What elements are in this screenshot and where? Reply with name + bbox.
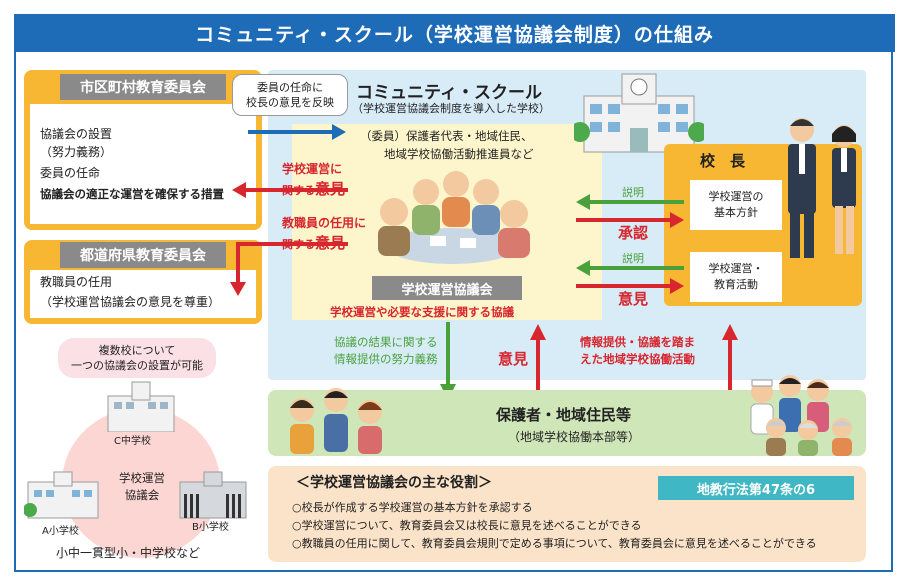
municipal-board-heading: 市区町村教育委員会 [60, 74, 226, 100]
residents-sub: （地域学校協働本部等） [508, 430, 641, 444]
approve-label: 承認 [618, 224, 649, 242]
council-meeting-illustration [378, 171, 530, 264]
label-line: 学校運営に [282, 162, 343, 176]
result-info-label: 協議の結果に関する 情報提供の努力義務 [334, 334, 438, 367]
c-school-label: C中学校 [114, 436, 151, 447]
roles-heading: ＜学校運営協議会の主な役割＞ [296, 475, 492, 491]
b-school-icon [179, 471, 247, 519]
appointment-callout: 委員の任命に 校長の意見を反映 [232, 74, 348, 116]
school-building-icon [574, 73, 704, 153]
community-school-subtitle: （学校運営協議会制度を導入した学校） [352, 102, 550, 115]
prefectural-item: （学校運営協議会の意見を尊重） [40, 295, 221, 309]
bubble-line: 複数校について [98, 343, 176, 357]
municipal-item: 協議会の適正な運営を確保する措置 [40, 187, 224, 201]
callout-line: 校長の意見を反映 [246, 96, 334, 109]
community-school-title: コミュニティ・スクール [356, 83, 542, 103]
council-sub: 学校運営や必要な支援に関する協議 [330, 305, 514, 319]
members-line: 地域学校協働活動推進員など [384, 147, 534, 161]
residents-right-illustration [750, 375, 852, 456]
bubble-line: 一つの協議会の設置が可能 [71, 359, 203, 372]
vertical-arrows [440, 322, 738, 400]
box-line: 学校運営・ [708, 261, 764, 275]
multi-school-bubble: 複数校について 一つの協議会の設置が可能 [58, 338, 216, 378]
label-line: 情報提供の努力義務 [334, 351, 438, 366]
principal-people-illustration [788, 118, 856, 258]
label-line: 協議会 [124, 488, 160, 503]
page-title: コミュニティ・スクール（学校運営協議会制度）の仕組み [14, 14, 895, 52]
members-line: （委員）保護者代表・地域住民、 [360, 129, 533, 143]
explain-label-2: 説明 [622, 252, 644, 265]
role-item: ○学校運営について、教育委員会又は校長に意見を述べることができる [292, 519, 642, 532]
council-label: 学校運営協議会 [372, 276, 522, 300]
explain-label-1: 説明 [622, 186, 644, 199]
box-line: 基本方針 [714, 206, 758, 219]
callout-line: 委員の任命に [257, 80, 323, 94]
label-line: えた地域学校協働活動 [580, 351, 695, 366]
prefectural-item: 教職員の任用 [40, 275, 113, 289]
box-line: 教育活動 [714, 278, 758, 291]
label-line: 教職員の任用に [282, 216, 367, 230]
basic-policy-box: 学校運営の 基本方針 [690, 180, 782, 230]
prefectural-board-heading: 都道府県教育委員会 [60, 242, 226, 268]
opinion-label: 意見 [618, 290, 649, 308]
municipal-item: （努力義務） [40, 145, 113, 159]
label-line: 情報提供・協議を踏ま [580, 335, 695, 349]
role-item: ○校長が作成する学校運営の基本方針を承認する [292, 501, 533, 514]
box-line: 学校運営の [708, 189, 764, 203]
role-item: ○教職員の任用に関して、教育委員会規則で定める事項について、教育委員会に意見を述… [292, 537, 817, 550]
c-school-icon [107, 381, 175, 432]
b-school-label: B小学校 [192, 522, 229, 533]
law-reference: 地教行法第47条の6 [658, 476, 854, 500]
label-line: 学校運営 [119, 471, 165, 485]
municipal-board-body: 協議会の設置 （努力義務） 委員の任命 協議会の適正な運営を確保する措置 [30, 104, 256, 224]
municipal-item: 委員の任命 [40, 166, 101, 180]
residents-label: 保護者・地域住民等 [496, 406, 632, 424]
a-school-label: A小学校 [42, 526, 79, 537]
municipal-item: 協議会の設置 [40, 127, 113, 141]
multi-school-caption: 小中一貫型小・中学校など [56, 546, 201, 560]
cluster-council-label: 学校運営 協議会 [106, 470, 178, 505]
a-school-icon [24, 471, 99, 519]
opinion-up-label: 意見 [498, 350, 529, 368]
label-line: 協議の結果に関する [334, 335, 438, 349]
council-principal-arrows [576, 194, 684, 294]
residents-left-illustration [290, 388, 382, 454]
principal-label: 校 長 [700, 152, 746, 170]
frame [14, 52, 893, 572]
board-arrows [230, 124, 348, 296]
school-activities-box: 学校運営・ 教育活動 [690, 252, 782, 302]
info-activity-label: 情報提供・協議を踏ま えた地域学校協働活動 [580, 334, 695, 367]
prefectural-board-body: 教職員の任用 （学校運営協議会の意見を尊重） [30, 270, 256, 318]
